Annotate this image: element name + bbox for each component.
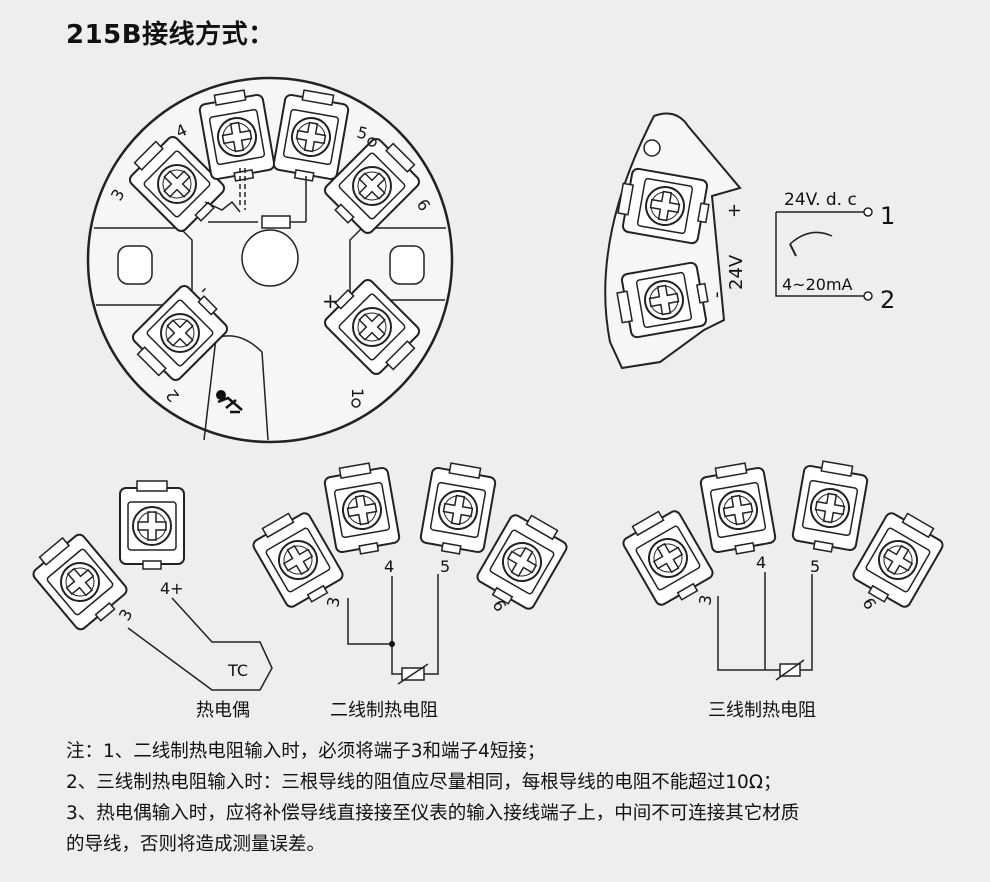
page-title: 215B接线方式： bbox=[66, 20, 275, 50]
two-wire-term-3: 3 bbox=[323, 595, 343, 608]
power-minus-label: - bbox=[706, 292, 727, 299]
three-wire-term-3: 3 bbox=[695, 593, 715, 606]
pin-2-label: 2 bbox=[880, 286, 895, 314]
three-wire-rtd-diagram: 3 4 5 6 三线制热电阻 bbox=[616, 457, 950, 721]
three-wire-term-6: 6 bbox=[859, 595, 881, 613]
three-wire-term-4: 4 bbox=[756, 553, 766, 572]
power-terminal-view: 24V + - bbox=[604, 112, 747, 370]
note-line: 2、三线制热电阻输入时：三根导线的阻值应尽量相同，每根导线的电阻不能超过10Ω； bbox=[66, 772, 782, 793]
power-plus-label: + bbox=[724, 203, 745, 218]
current-label: 4~20mA bbox=[782, 275, 853, 294]
two-wire-rtd-diagram: 3 4 5 6 二线制热电阻 bbox=[246, 459, 574, 721]
note-line: 注：1、二线制热电阻输入时，必须将端子3和端子4短接； bbox=[66, 741, 546, 762]
two-wire-caption: 二线制热电阻 bbox=[330, 700, 438, 721]
tc-term-4: 4+ bbox=[160, 579, 184, 598]
tc-caption: 热电偶 bbox=[196, 700, 250, 721]
voltage-vertical-label: 24V bbox=[726, 254, 747, 290]
transmitter-head: 1 2 3 4 5 6 - + bbox=[86, 76, 454, 444]
head-label-5: 5 bbox=[355, 123, 370, 144]
head-label-1: 1 bbox=[348, 388, 367, 398]
head-label-plus: + bbox=[322, 289, 339, 313]
note-line: 的导线，否则将造成测量误差。 bbox=[66, 834, 326, 855]
ground-icon bbox=[216, 390, 243, 414]
three-wire-term-5: 5 bbox=[810, 557, 820, 576]
head-internal-wiring bbox=[204, 168, 307, 229]
two-wire-term-4: 4 bbox=[384, 557, 394, 576]
tc-label: TC bbox=[227, 661, 248, 680]
two-wire-term-6: 6 bbox=[489, 597, 511, 615]
pin-1-label: 1 bbox=[880, 202, 895, 230]
notes: 注：1、二线制热电阻输入时，必须将端子3和端子4短接； 2、三线制热电阻输入时：… bbox=[66, 736, 966, 860]
note-line: 3、热电偶输入时，应将补偿导线直接接至仪表的输入接线端子上，中间不可连接其它材质 bbox=[66, 803, 800, 824]
tc-term-3: 3 bbox=[115, 606, 137, 624]
two-wire-term-5: 5 bbox=[440, 557, 450, 576]
power-supply-loop: 24V. d. c 4~20mA 1 2 bbox=[775, 190, 895, 314]
supply-label: 24V. d. c bbox=[784, 190, 857, 210]
thermocouple-diagram: TC 3 4+ 热电偶 bbox=[25, 480, 273, 721]
three-wire-caption: 三线制热电阻 bbox=[708, 700, 816, 721]
